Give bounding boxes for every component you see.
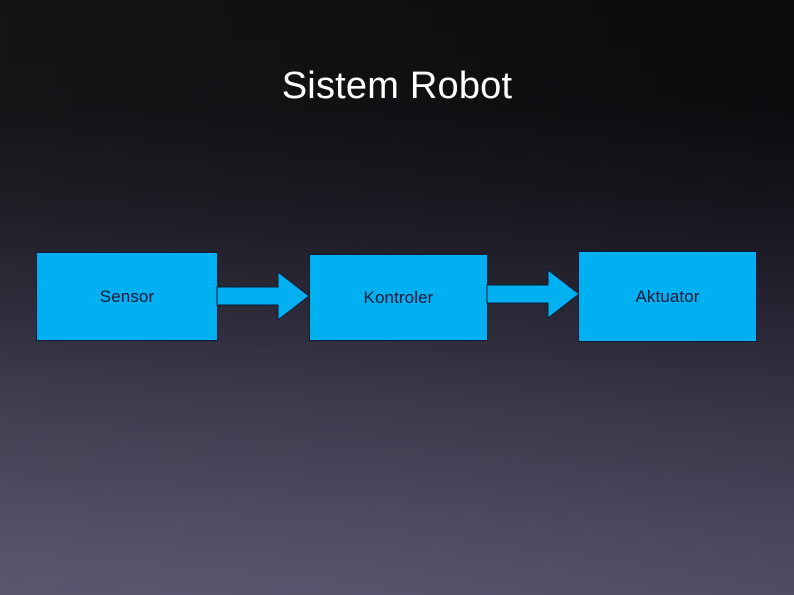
flow-node-label: Kontroler bbox=[363, 287, 434, 307]
block-arrow-right-icon bbox=[216, 270, 310, 322]
block-arrow-right-shape bbox=[216, 270, 310, 322]
block-arrow-right-icon bbox=[486, 268, 580, 320]
flow-node-sensor[interactable]: Sensor bbox=[36, 252, 218, 341]
flow-node-kontroler[interactable]: Kontroler bbox=[309, 254, 488, 341]
flow-node-aktuator[interactable]: Aktuator bbox=[578, 251, 757, 342]
block-arrow-right-shape bbox=[486, 268, 580, 320]
flow-node-label: Aktuator bbox=[635, 286, 700, 306]
page-title: Sistem Robot bbox=[281, 65, 513, 107]
flow-node-label: Sensor bbox=[99, 286, 155, 306]
